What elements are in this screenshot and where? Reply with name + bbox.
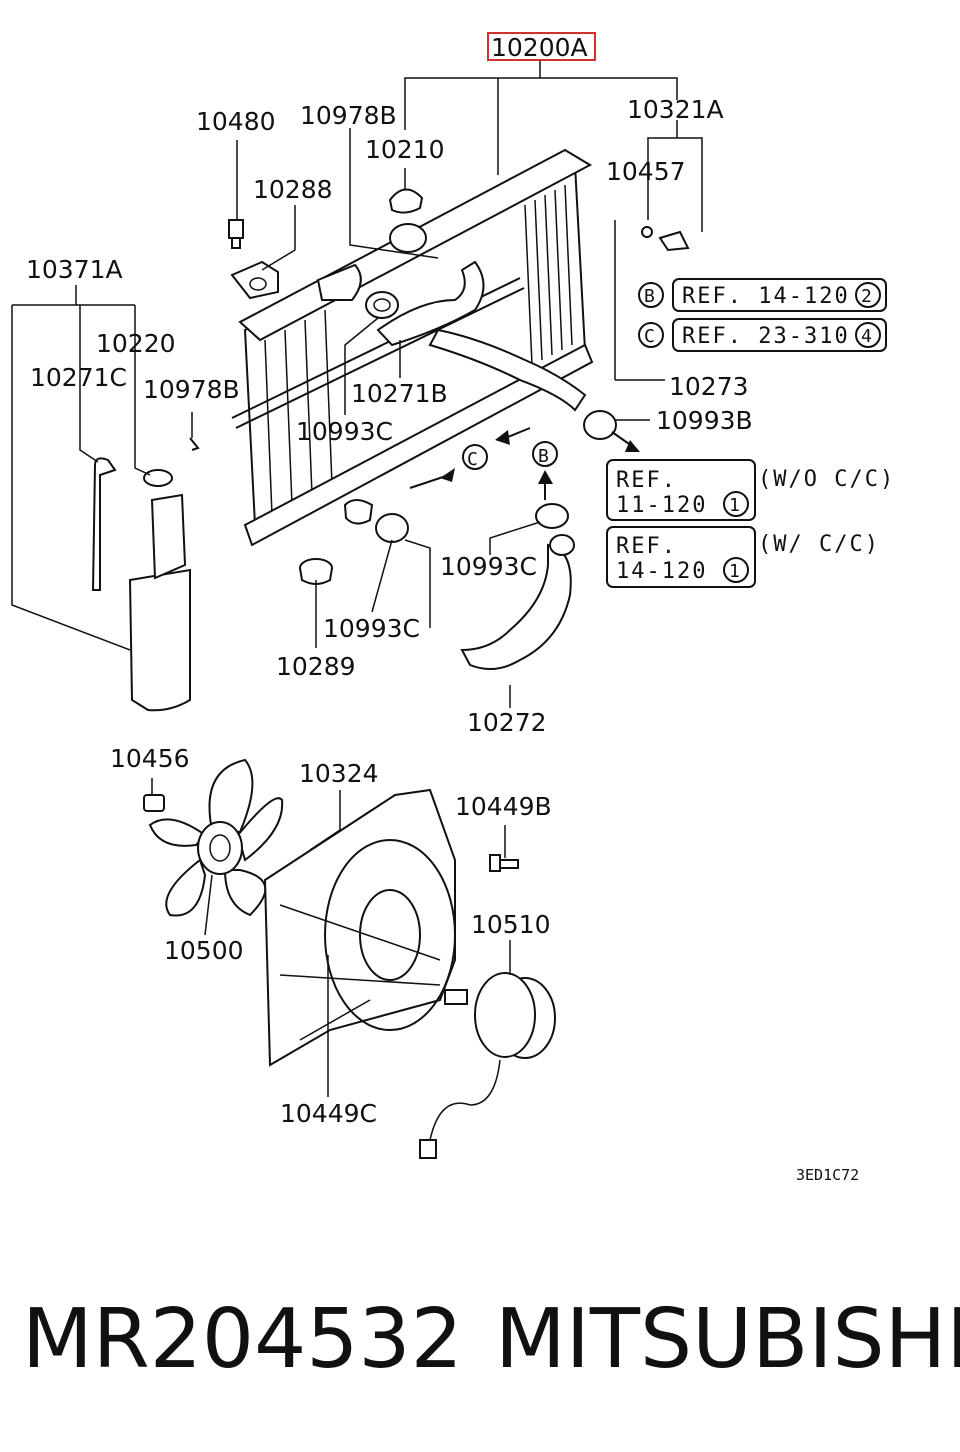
shroud-10324 [263, 788, 456, 1067]
label-10510[interactable]: 10510 [471, 910, 551, 939]
reserve-tank-10371A [91, 457, 191, 712]
leader-lines [11, 60, 703, 1097]
clamp-10993B [583, 410, 617, 440]
marker-b-diagram: B [532, 441, 558, 467]
fan-10500 [148, 758, 284, 917]
label-10210[interactable]: 10210 [365, 135, 445, 164]
brand-name: MITSUBISHI [495, 1292, 960, 1387]
part-number: MR204532 [22, 1292, 463, 1387]
ref-w-line2: 14-120 [616, 559, 707, 584]
label-10273[interactable]: 10273 [669, 372, 749, 401]
label-10371A[interactable]: 10371A [26, 255, 123, 284]
upper-hose-10271B [376, 260, 485, 347]
footer: MR204532 MITSUBISHI [0, 1285, 960, 1395]
drawing-code: 3ED1C72 [796, 1166, 859, 1184]
label-10457[interactable]: 10457 [606, 157, 686, 186]
svg-text:B: B [538, 446, 549, 467]
label-10324[interactable]: 10324 [299, 759, 379, 788]
label-10449C[interactable]: 10449C [280, 1099, 377, 1128]
marker-c-diagram: C [462, 444, 488, 470]
ref-b-text: REF. 14-120 [682, 284, 850, 309]
label-10500[interactable]: 10500 [164, 936, 244, 965]
label-10220[interactable]: 10220 [96, 329, 176, 358]
bracket-10288 [230, 260, 279, 300]
label-10978B-top[interactable]: 10978B [300, 101, 397, 130]
ref-box-b[interactable]: B REF. 14-120 2 [638, 278, 887, 312]
label-10200A[interactable]: 10200A [491, 33, 588, 62]
label-10993C-low[interactable]: 10993C [323, 614, 420, 643]
fan-motor-10510 [419, 972, 556, 1159]
label-10480[interactable]: 10480 [196, 107, 276, 136]
label-10449B[interactable]: 10449B [455, 792, 552, 821]
bolt-10480 [228, 219, 244, 249]
clip-10978B-left [189, 437, 200, 451]
ref-c-marker: C [644, 326, 655, 347]
ref-wo-line1: REF. [616, 468, 677, 493]
svg-text:C: C [467, 449, 478, 470]
clamp-10993C-top [365, 291, 399, 319]
ref-box-without-cc[interactable]: REF. 11-120 1 (W/O C/C) [606, 459, 895, 521]
hose-10273 [428, 328, 587, 412]
ref-c-text: REF. 23-310 [682, 324, 850, 349]
flow-arrows [409, 427, 640, 500]
ref-b-marker: B [644, 286, 655, 307]
ref-box-with-cc[interactable]: REF. 14-120 1 (W/ C/C) [606, 526, 880, 588]
drain-plug-10457 [641, 226, 690, 252]
label-10993C-mid[interactable]: 10993C [440, 552, 537, 581]
label-10288[interactable]: 10288 [253, 175, 333, 204]
main-assembly-highlight [487, 32, 596, 61]
ref-wo-line2: 11-120 [616, 493, 707, 518]
ref-w-num: 1 [729, 561, 740, 582]
ref-c-num: 4 [861, 326, 872, 347]
label-10993C-top[interactable]: 10993C [296, 417, 393, 446]
label-10321A[interactable]: 10321A [627, 95, 724, 124]
bolt-10449B [489, 854, 519, 872]
ref-box-c[interactable]: C REF. 23-310 4 [638, 318, 887, 352]
label-10993B[interactable]: 10993B [656, 406, 753, 435]
parts-diagram: 10200A 10321A 10480 10978B 10210 10288 1… [11, 32, 895, 1184]
ref-b-num: 2 [861, 286, 872, 307]
label-10271B[interactable]: 10271B [351, 379, 448, 408]
label-10271C[interactable]: 10271C [30, 363, 127, 392]
ref-wo-note: (W/O C/C) [758, 467, 895, 492]
clamp-10993C-mid [535, 503, 569, 529]
label-10272[interactable]: 10272 [467, 708, 547, 737]
ref-w-line1: REF. [616, 534, 677, 559]
radiator-assembly [231, 148, 594, 547]
label-10456[interactable]: 10456 [110, 744, 190, 773]
label-10978B-left[interactable]: 10978B [143, 375, 240, 404]
ref-wo-num: 1 [729, 495, 740, 516]
nut-10456 [143, 794, 165, 812]
label-10289[interactable]: 10289 [276, 652, 356, 681]
lower-hose-10272 [460, 534, 575, 670]
clamp-10993C-low [375, 513, 409, 543]
ref-w-note: (W/ C/C) [758, 532, 880, 557]
